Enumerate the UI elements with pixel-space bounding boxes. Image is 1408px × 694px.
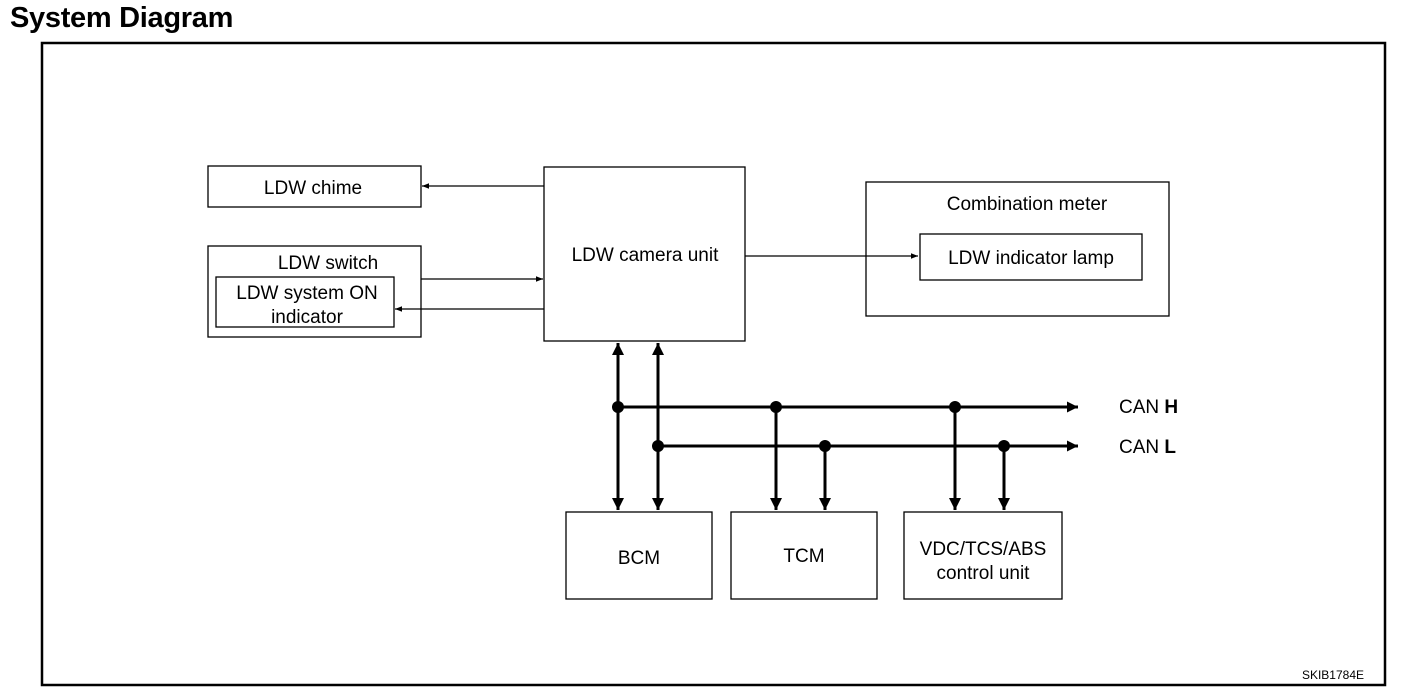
combination-meter-box: Combination meter LDW indicator lamp xyxy=(865,181,1170,317)
junction-dot xyxy=(770,401,782,413)
junction-dot xyxy=(998,440,1010,452)
figure-code: SKIB1784E xyxy=(1302,668,1364,682)
junction-dot xyxy=(819,440,831,452)
ldw-switch-label: LDW switch xyxy=(278,253,378,274)
can-l-label: CAN L xyxy=(1119,437,1176,458)
tcm-box: TCM xyxy=(730,511,878,600)
junction-dot xyxy=(652,440,664,452)
ldw-system-on-indicator-label-2: indicator xyxy=(271,307,343,328)
vdc-tcs-abs-label-1: VDC/TCS/ABS xyxy=(920,539,1047,560)
ldw-chime-box: LDW chime xyxy=(207,165,422,208)
junction-dot xyxy=(612,401,624,413)
vdc-tcs-abs-label-2: control unit xyxy=(937,563,1031,584)
junction-dot xyxy=(949,401,961,413)
page-title: System Diagram xyxy=(10,2,234,34)
can-h-label: CAN H xyxy=(1119,397,1178,418)
ldw-indicator-lamp-label: LDW indicator lamp xyxy=(948,248,1114,269)
ldw-system-on-indicator-label-1: LDW system ON xyxy=(236,283,377,304)
ldw-system-on-indicator-box xyxy=(215,276,395,328)
tcm-label: TCM xyxy=(783,546,824,567)
diagram-frame xyxy=(40,41,1387,687)
bcm-box: BCM xyxy=(565,511,713,600)
combination-meter-label: Combination meter xyxy=(947,194,1108,215)
bcm-label: BCM xyxy=(618,548,660,569)
ldw-indicator-lamp-box xyxy=(919,233,1143,281)
vdc-tcs-abs-box: VDC/TCS/ABS control unit xyxy=(903,511,1063,600)
ldw-camera-unit-box: LDW camera unit xyxy=(543,166,746,342)
ldw-camera-unit-label: LDW camera unit xyxy=(572,245,719,266)
ldw-switch-box: LDW switch LDW system ON indicator xyxy=(207,245,422,338)
ldw-chime-label: LDW chime xyxy=(264,178,362,199)
